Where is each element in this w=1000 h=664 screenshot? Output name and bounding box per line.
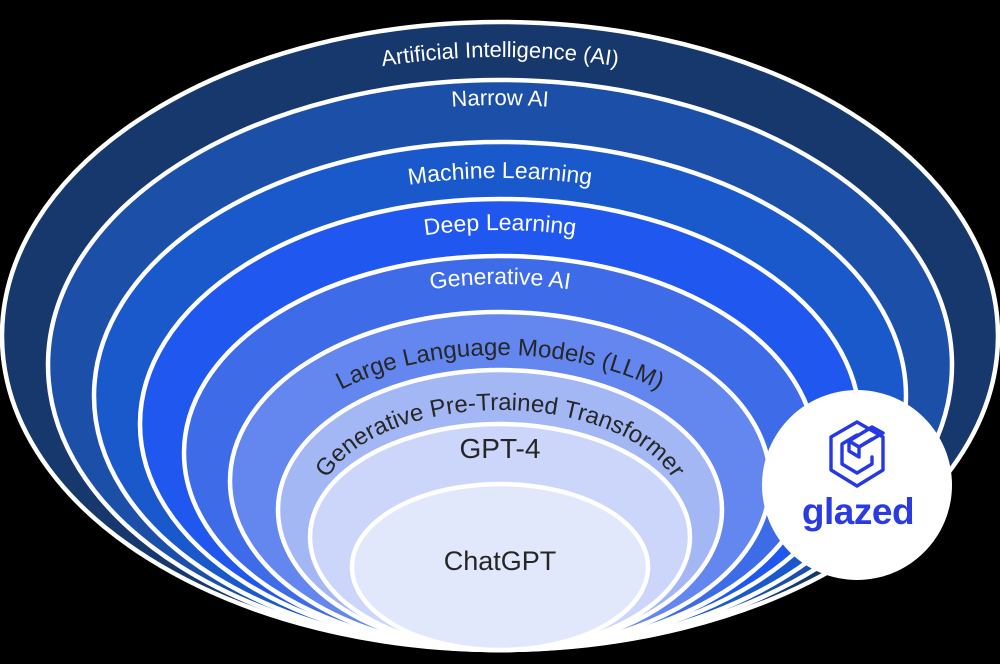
brand-badge: glazed: [762, 390, 952, 580]
ring-label-gpt-4: GPT-4: [460, 433, 541, 464]
ring-label-narrow-ai: Narrow AI: [451, 85, 550, 112]
ring-label-chatgpt: ChatGPT: [444, 546, 557, 576]
glazed-logo-icon: [829, 420, 885, 488]
brand-wordmark: glazed: [802, 491, 914, 532]
ring-chatgpt: [349, 481, 651, 653]
